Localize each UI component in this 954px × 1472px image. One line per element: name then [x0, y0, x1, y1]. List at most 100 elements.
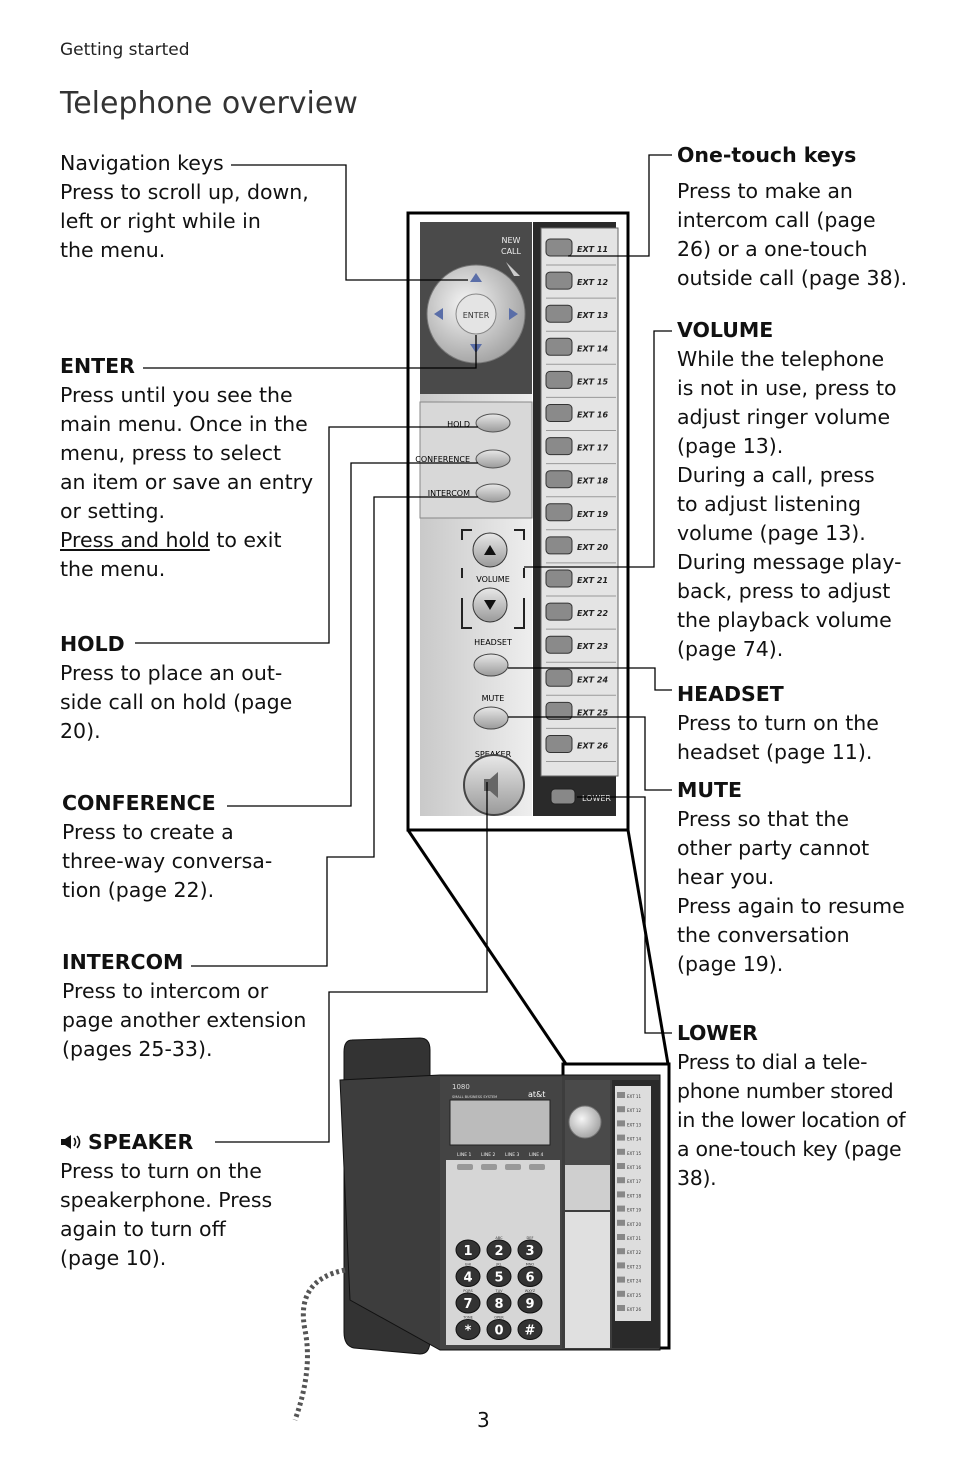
keypad-digit: 6 — [525, 1271, 534, 1286]
volume-desc-8: During message play- — [677, 550, 902, 574]
headset-desc-1: Press to turn on the — [677, 711, 879, 735]
ext-key-14[interactable]: EXT 14 — [545, 337, 616, 365]
keypad-key: 1 — [455, 1239, 481, 1261]
one-touch-desc-1: Press to make an — [677, 179, 853, 203]
ext-key-20[interactable]: EXT 20 — [545, 536, 616, 564]
ext-key-17[interactable]: EXT 17 — [545, 437, 616, 465]
keypad-key: 0 OPER — [486, 1316, 512, 1340]
keypad-digit: 9 — [525, 1297, 534, 1312]
leader-lines — [135, 154, 672, 1143]
keypad-digit: 2 — [494, 1244, 503, 1259]
enter-desc-1: Press until you see the — [60, 383, 293, 407]
phone-ext-key: EXT 20 — [617, 1219, 641, 1227]
enter-key-label: ENTER — [463, 311, 490, 320]
ext-key-11[interactable]: EXT 11 — [545, 238, 616, 266]
conference-desc-1: Press to create a — [62, 820, 234, 844]
intercom-desc-3: (pages 25-33). — [62, 1037, 213, 1061]
ext-key-16[interactable]: EXT 16 — [545, 404, 616, 431]
keypad-letters: OPER — [494, 1316, 504, 1320]
navigation-keys-title: Navigation keys — [60, 151, 224, 175]
line-key-2: LINE 2 — [481, 1152, 497, 1170]
keypad-digit: 1 — [463, 1244, 472, 1259]
enter-desc-5: or setting. — [60, 499, 166, 523]
one-touch-desc-2: intercom call (page — [677, 208, 876, 232]
ext-key-25[interactable]: EXT 25 — [545, 701, 616, 729]
headset-key — [473, 653, 509, 677]
hold-title: HOLD — [60, 632, 125, 656]
headset-desc-2: headset (page 11). — [677, 740, 873, 764]
phone-ext-key-label: EXT 14 — [627, 1137, 641, 1142]
volume-callout: VOLUME While the telephone is not in use… — [677, 316, 939, 664]
lower-desc-4: a one-touch key (page — [677, 1137, 902, 1161]
ext-key-12[interactable]: EXT 12 — [545, 271, 616, 299]
ext-key-13[interactable]: EXT 13 — [545, 304, 616, 332]
line-key-label: LINE 3 — [505, 1152, 519, 1158]
line-key-3: LINE 3 — [505, 1152, 521, 1170]
closeup-frame — [406, 211, 630, 832]
intercom-title: INTERCOM — [62, 950, 184, 974]
ext-key-22[interactable]: EXT 22 — [545, 602, 616, 630]
handset-cord — [292, 1267, 346, 1421]
ext-key-label: EXT 11 — [577, 245, 608, 254]
ext-key-15[interactable]: EXT 15 — [545, 370, 616, 398]
lower-title: LOWER — [677, 1021, 758, 1045]
ext-key-label: EXT 25 — [577, 708, 608, 717]
keypad-digit: 5 — [494, 1271, 503, 1286]
mute-callout: MUTE Press so that the other party canno… — [677, 776, 939, 979]
phone-call-keys — [565, 1165, 610, 1210]
phone-ext-key: EXT 22 — [617, 1248, 641, 1255]
conference-desc-3: tion (page 22). — [62, 878, 215, 902]
phone-ext-key-label: EXT 11 — [627, 1094, 641, 1099]
speaker-callout: SPEAKER Press to turn on the speakerphon… — [60, 1128, 310, 1273]
ext-key-21[interactable]: EXT 21 — [545, 569, 616, 597]
enter-desc-2: main menu. Once in the — [60, 412, 308, 436]
phone-ext-key-label: EXT 26 — [627, 1307, 641, 1312]
volume-desc-9: back, press to adjust — [677, 579, 891, 603]
speaker-desc-3: again to turn off — [60, 1217, 226, 1241]
page-number: 3 — [477, 1408, 490, 1432]
phone-ext-key: EXT 18 — [617, 1191, 641, 1198]
ext-key-label: EXT 21 — [577, 576, 608, 585]
hold-desc-3: 20). — [60, 719, 101, 743]
enter-hold-underlined: Press and hold — [60, 528, 210, 552]
ext-key-19[interactable]: EXT 19 — [545, 503, 616, 531]
phone-ext-key: EXT 11 — [617, 1092, 641, 1099]
volume-desc-6: to adjust listening — [677, 492, 862, 516]
ext-key-label: EXT 18 — [577, 477, 608, 486]
ext-key-18[interactable]: EXT 18 — [545, 470, 616, 498]
keypad-digit: 4 — [463, 1271, 472, 1286]
speaker-title-line: SPEAKER — [60, 1128, 310, 1157]
mute-desc-6: (page 19). — [677, 952, 784, 976]
line-key-label: LINE 1 — [457, 1152, 471, 1158]
lower-desc-5: 38). — [677, 1166, 717, 1190]
mute-desc-5: the conversation — [677, 923, 850, 947]
keypad-digit: 0 — [494, 1324, 503, 1339]
phone-ext-key-label: EXT 20 — [627, 1222, 641, 1227]
hold-key-label: HOLD — [447, 420, 470, 429]
section-label: Getting started — [60, 40, 190, 60]
ext-key-label: EXT 14 — [577, 344, 608, 353]
ext-key-24[interactable]: EXT 24 — [545, 668, 616, 696]
phone-ext-key-label: EXT 24 — [627, 1279, 641, 1284]
ext-key-label: EXT 15 — [577, 377, 608, 386]
ext-key-label: EXT 24 — [577, 675, 608, 684]
hold-desc-2: side call on hold (page — [60, 690, 293, 714]
ext-key-label: EXT 26 — [577, 742, 608, 751]
enter-title: ENTER — [60, 354, 135, 378]
ext-key-23[interactable]: EXT 23 — [545, 635, 616, 663]
keypad-letters: TONE — [462, 1316, 473, 1320]
line-key-1: LINE 1 — [457, 1152, 473, 1170]
ext-key-26[interactable]: EXT 26 — [545, 735, 616, 762]
lower-desc-1: Press to dial a tele- — [677, 1050, 868, 1074]
phone-ext-key: EXT 15 — [617, 1148, 641, 1156]
line-key-label: LINE 2 — [481, 1152, 495, 1158]
intercom-callout: INTERCOM Press to intercom or page anoth… — [62, 948, 327, 1064]
conference-callout: CONFERENCE Press to create a three-way c… — [62, 789, 312, 905]
mute-desc-2: other party cannot — [677, 836, 870, 860]
speaker-desc-2: speakerphone. Press — [60, 1188, 273, 1212]
